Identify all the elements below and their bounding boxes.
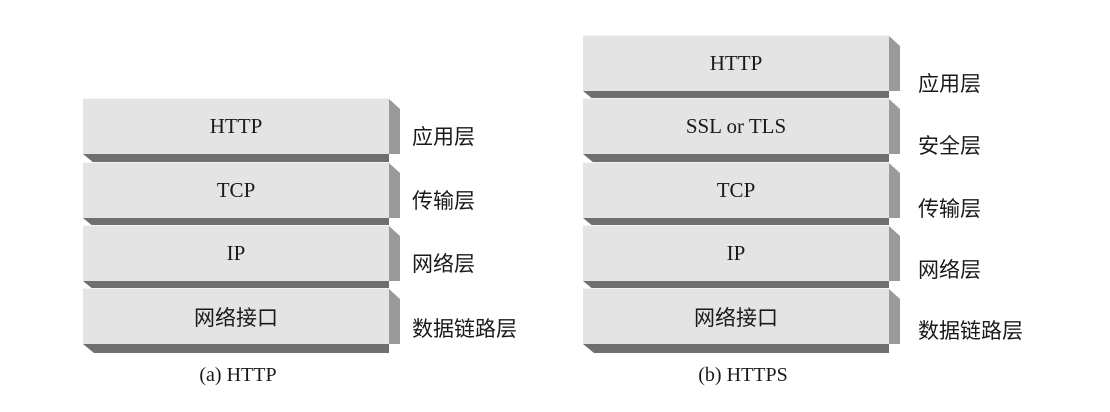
https-label-link: 数据链路层 bbox=[918, 319, 1023, 343]
https-layer-link: 网络接口 bbox=[583, 288, 889, 344]
https-layer-application: HTTP bbox=[583, 35, 889, 91]
layer-text: IP bbox=[226, 241, 246, 265]
layer-text: 网络接口 bbox=[194, 305, 278, 330]
https-label-application: 应用层 bbox=[918, 72, 981, 96]
layer-text: IP bbox=[726, 241, 746, 265]
https-layer-transport: TCP bbox=[583, 162, 889, 218]
https-layer-security: SSL or TLS bbox=[583, 98, 889, 154]
https-caption: (b) HTTPS bbox=[698, 364, 788, 386]
http-layer-link: 网络接口 bbox=[83, 288, 389, 344]
layer-text: SSL or TLS bbox=[685, 114, 787, 138]
http-label-transport: 传输层 bbox=[412, 189, 475, 213]
layer-text: TCP bbox=[216, 178, 256, 202]
http-label-link: 数据链路层 bbox=[412, 317, 517, 341]
https-label-network: 网络层 bbox=[918, 258, 981, 282]
http-layer-network: IP bbox=[83, 225, 389, 281]
layer-text: HTTP bbox=[209, 114, 263, 138]
https-label-transport: 传输层 bbox=[918, 197, 981, 221]
layer-text: TCP bbox=[716, 178, 756, 202]
http-label-network: 网络层 bbox=[412, 252, 475, 276]
http-stack: HTTP TCP IP 网络接口 应用层 传输层 网络层 数据链路层 (a) H… bbox=[0, 0, 560, 412]
https-layer-network: IP bbox=[583, 225, 889, 281]
http-layer-transport: TCP bbox=[83, 162, 389, 218]
http-caption: (a) HTTP bbox=[199, 364, 277, 386]
http-layer-application: HTTP bbox=[83, 98, 389, 154]
layer-text: 网络接口 bbox=[694, 305, 778, 330]
https-label-security: 安全层 bbox=[918, 134, 981, 158]
layer-text: HTTP bbox=[709, 51, 763, 75]
http-label-application: 应用层 bbox=[412, 125, 475, 149]
